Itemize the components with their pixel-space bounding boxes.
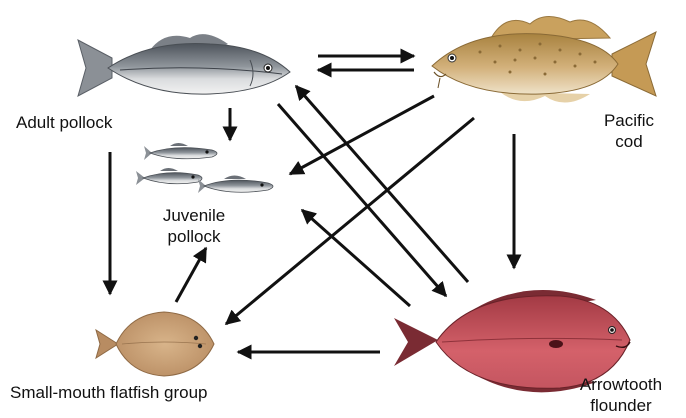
- label-juvenile-line1: Juvenile: [144, 205, 244, 226]
- label-pacific-cod-line2: cod: [594, 131, 664, 152]
- label-arrowtooth-line1: Arrowtooth: [566, 374, 676, 395]
- label-pacific-cod: Pacific cod: [594, 110, 664, 152]
- adult-pollock-icon: [78, 34, 290, 96]
- flatfish-icon: [96, 312, 214, 376]
- label-adult-pollock: Adult pollock: [16, 112, 112, 133]
- label-arrowtooth-flounder: Arrowtooth flounder: [566, 374, 676, 416]
- pacific-cod-icon: [432, 16, 656, 102]
- arrow-pollock-to-arrowtooth: [278, 104, 446, 296]
- label-pacific-cod-line1: Pacific: [594, 110, 664, 131]
- arrow-flatfish-to-juvenile: [176, 248, 206, 302]
- label-flatfish: Small-mouth flatfish group: [10, 382, 207, 403]
- arrow-arrowtooth-to-juvenile: [302, 210, 410, 306]
- label-juvenile-line2: pollock: [144, 226, 244, 247]
- label-arrowtooth-line2: flounder: [566, 395, 676, 416]
- juvenile-pollock-icon: [136, 143, 273, 193]
- arrow-arrowtooth-to-pollock: [296, 86, 468, 282]
- arrows: [110, 56, 514, 352]
- label-juvenile-pollock: Juvenile pollock: [144, 205, 244, 247]
